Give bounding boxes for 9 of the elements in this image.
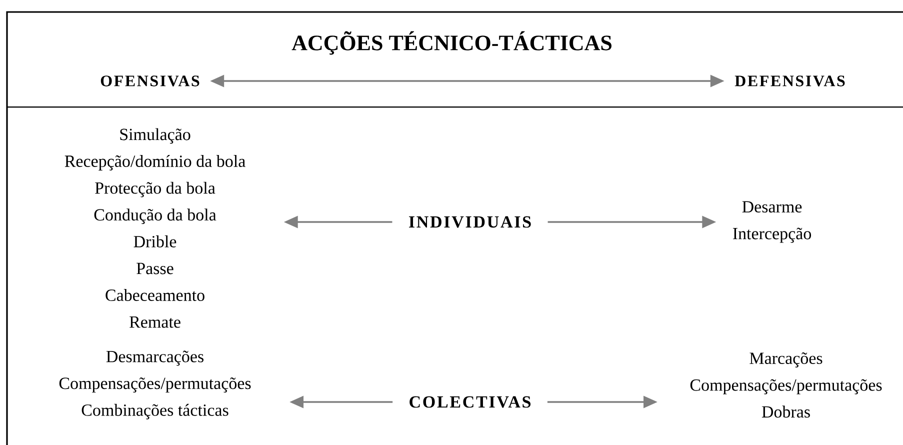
action-list: Desmarcações Compensações/permutações Combinações tácticas	[59, 350, 251, 420]
category-label: COLECTIVAS	[410, 396, 530, 408]
action-list: Marcações Compensações/permutações Dobras	[690, 352, 882, 418]
category-label: INDIVIDUAIS	[409, 216, 531, 228]
title: ACÇÕES TÉCNICO-TÁCTICAS	[292, 31, 612, 55]
action-list: Simulação Recepção/domínio da bola Protecção da bola Condução da bola Drible Passe Cabeceamento Remate	[64, 128, 246, 328]
action-list: Desarme Intercepção	[732, 201, 812, 243]
category-heading: OFENSIVAS	[100, 76, 200, 86]
category-heading: DEFENSIVAS	[734, 76, 845, 86]
